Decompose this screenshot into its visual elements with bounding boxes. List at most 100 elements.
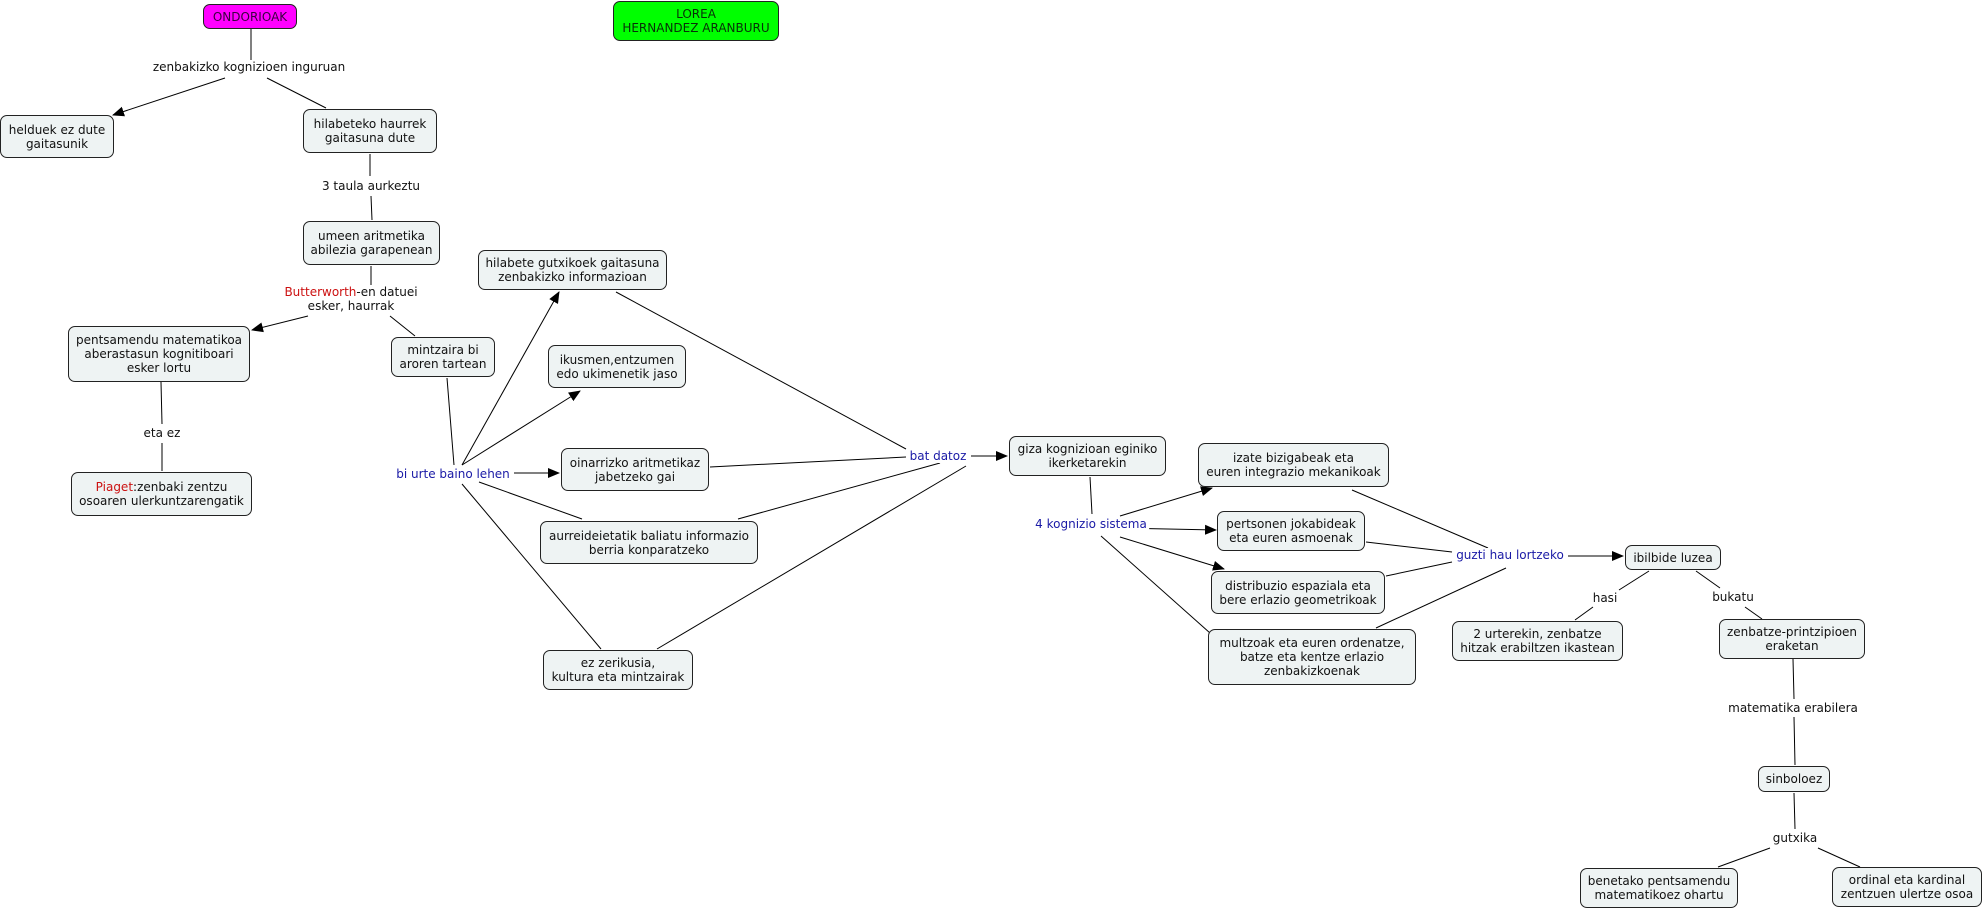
node-ibilbide-luzea[interactable]: ibilbide luzea	[1625, 545, 1721, 570]
node-label: mintzaira bi	[407, 343, 479, 357]
link-bat-datoz[interactable]: bat datoz	[907, 449, 969, 463]
piaget-rest: :zenbaki zentzu	[133, 480, 228, 494]
node-umeen-aritmetika[interactable]: umeen aritmetika abilezia garapenean	[303, 221, 440, 265]
node-sinboloez[interactable]: sinboloez	[1758, 766, 1830, 792]
link-zenbakizko-kognizioen[interactable]: zenbakizko kognizioen inguruan	[150, 60, 348, 74]
edge	[1717, 847, 1771, 868]
link-butterworth[interactable]: Butterworth-en datuei esker, haurrak	[282, 285, 420, 313]
node-ordinal-kardinal[interactable]: ordinal eta kardinal zentzuen ulertze os…	[1832, 867, 1982, 907]
node-label: sinboloez	[1765, 772, 1823, 786]
edge	[1793, 716, 1796, 766]
node-label: eraketan	[1765, 639, 1819, 653]
butterworth-name: Butterworth	[284, 285, 357, 299]
edge	[1574, 606, 1594, 621]
edge	[737, 462, 941, 520]
node-label: hilabete gutxikoek gaitasuna	[485, 256, 660, 270]
node-benetako-pentsamendu[interactable]: benetako pentsamendu matematikoez ohartu	[1580, 868, 1738, 908]
node-label: pentsamendu matematikoa	[75, 333, 243, 347]
node-pentsamendu-matematikoa[interactable]: pentsamendu matematikoa aberastasun kogn…	[68, 326, 250, 382]
edge	[1351, 489, 1489, 549]
node-label: Piaget:zenbaki zentzu	[96, 480, 228, 494]
node-label: distribuzio espaziala eta	[1225, 578, 1371, 593]
link-gutxika[interactable]: gutxika	[1770, 831, 1820, 845]
node-label: multzoak eta euren ordenatze,	[1219, 636, 1405, 650]
node-label: ez zerikusia,	[580, 656, 656, 670]
node-label: osoaren ulerkuntzarengatik	[79, 494, 244, 508]
link-label-line: esker, haurrak	[307, 299, 395, 313]
node-label: ikerketarekin	[1048, 456, 1127, 470]
node-aurreideietatik[interactable]: aurreideietatik baliatu informazio berri…	[540, 521, 758, 564]
edge	[1618, 570, 1650, 591]
node-2-urterekin[interactable]: 2 urterekin, zenbatze hitzak erabiltzen …	[1452, 621, 1623, 661]
edge	[160, 381, 163, 425]
edge	[615, 291, 907, 450]
node-label: aroren tartean	[399, 357, 487, 371]
edge	[251, 315, 309, 333]
node-oinarrizko[interactable]: oinarrizko aritmetikaz jabetzeko gai	[561, 448, 709, 491]
link-matematika-erabilera[interactable]: matematika erabilera	[1726, 701, 1860, 715]
node-mintzaira[interactable]: mintzaira bi aroren tartean	[391, 337, 495, 377]
edge	[1792, 658, 1795, 700]
edge	[370, 195, 373, 221]
title-node-ondorioak[interactable]: ONDORIOAK	[203, 4, 297, 29]
node-helduek[interactable]: helduek ez dute gaitasunik	[0, 115, 114, 158]
node-label: ordinal eta kardinal	[1848, 873, 1966, 887]
node-hilabete-gutxikoek[interactable]: hilabete gutxikoek gaitasuna zenbakizko …	[478, 250, 667, 290]
node-hilabeteko-haurrek[interactable]: hilabeteko haurrek gaitasuna dute	[303, 109, 437, 153]
node-label: eta euren asmoenak	[1229, 531, 1353, 545]
node-pertsonen-jokabideak[interactable]: pertsonen jokabideak eta euren asmoenak	[1217, 511, 1365, 551]
node-label: abilezia garapenean	[310, 243, 433, 257]
edge	[656, 465, 967, 650]
node-ikusmen[interactable]: ikusmen,entzumen edo ukimenetik jaso	[548, 345, 686, 388]
edge	[1385, 561, 1453, 577]
link-3-taula[interactable]: 3 taula aurkeztu	[319, 179, 423, 193]
link-guzti-hau[interactable]: guzti hau lortzeko	[1454, 548, 1566, 562]
node-label: ONDORIOAK	[212, 9, 288, 24]
edge	[709, 456, 907, 468]
edge	[1817, 847, 1861, 868]
link-bukatu[interactable]: bukatu	[1710, 590, 1756, 604]
butterworth-rest: -en datuei	[356, 285, 418, 299]
node-label: benetako pentsamendu	[1587, 874, 1731, 888]
edge	[478, 481, 583, 520]
edge	[1119, 536, 1225, 571]
node-label: euren integrazio mekanikoak	[1206, 465, 1381, 479]
author-first-name: LOREA	[676, 7, 716, 21]
node-ez-zerikusia[interactable]: ez zerikusia, kultura eta mintzairak	[543, 650, 693, 690]
piaget-name: Piaget	[95, 480, 134, 494]
node-piaget[interactable]: Piaget:zenbaki zentzu osoaren ulerkuntza…	[71, 472, 252, 516]
edge	[1793, 792, 1796, 830]
node-zenbatze-printzipioen[interactable]: zenbatze-printzipioen eraketan	[1719, 619, 1865, 659]
node-izate-bizigabeak[interactable]: izate bizigabeak eta euren integrazio me…	[1198, 443, 1389, 487]
node-label: esker lortu	[126, 361, 192, 375]
node-label: edo ukimenetik jaso	[556, 366, 678, 381]
node-multzoak[interactable]: multzoak eta euren ordenatze, batze eta …	[1208, 629, 1416, 685]
node-label: aberastasun kognitiboari	[84, 347, 234, 361]
edge	[1089, 476, 1093, 515]
link-eta-ez[interactable]: eta ez	[141, 426, 183, 440]
node-label: matematikoez ohartu	[1594, 888, 1724, 902]
node-label: bere erlazio geometrikoak	[1219, 592, 1377, 607]
node-label: zentzuen ulertze osoa	[1840, 887, 1974, 901]
node-label: ibilbide luzea	[1633, 550, 1713, 565]
node-distribuzio-espaziala[interactable]: distribuzio espaziala eta bere erlazio g…	[1211, 571, 1385, 614]
edge	[1365, 541, 1453, 553]
node-label: helduek ez dute	[8, 122, 106, 137]
node-label: zenbakizko informazioan	[498, 270, 647, 284]
link-4-kognizio[interactable]: 4 kognizio sistema	[1033, 517, 1149, 531]
node-label: giza kognizioan eginiko	[1017, 442, 1158, 456]
node-giza-kognizioan[interactable]: giza kognizioan eginiko ikerketarekin	[1009, 436, 1166, 476]
author-node[interactable]: LOREA HERNANDEZ ARANBURU	[613, 1, 779, 41]
node-label: 2 urterekin, zenbatze	[1473, 627, 1602, 641]
node-label: hilabeteko haurrek	[313, 117, 427, 131]
link-bi-urte[interactable]: bi urte baino lehen	[394, 467, 512, 481]
node-label: pertsonen jokabideak	[1226, 517, 1356, 531]
edge	[266, 77, 327, 109]
edge	[1695, 570, 1721, 589]
link-hasi[interactable]: hasi	[1590, 591, 1620, 605]
node-label: hitzak erabiltzen ikastean	[1460, 641, 1615, 655]
node-label: umeen aritmetika	[317, 229, 425, 243]
node-label: batze eta kentze erlazio	[1239, 650, 1385, 664]
